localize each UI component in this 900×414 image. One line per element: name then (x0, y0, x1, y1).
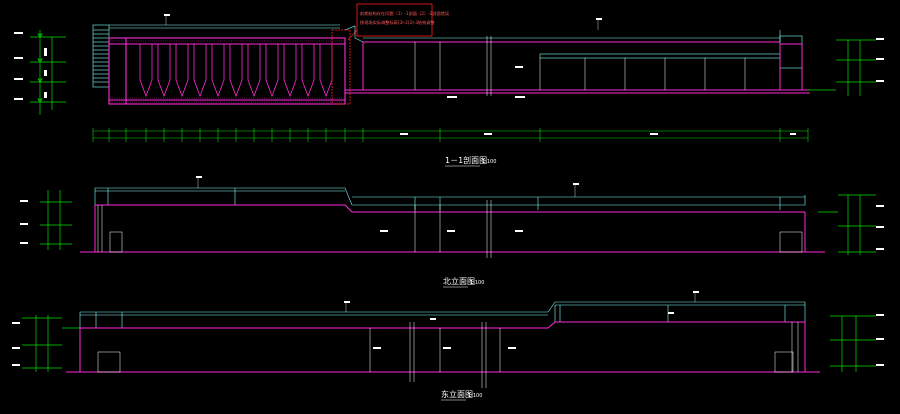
section-1-tank-hatching (110, 40, 344, 103)
section-2-outline (94, 187, 806, 210)
section-1-left-level-marks (30, 30, 66, 115)
section-3-structure (66, 321, 820, 373)
section-3-scale: 1:100 (468, 393, 482, 399)
section-2-scale: 1:100 (470, 280, 484, 286)
section-3-left-level-text (12, 322, 20, 366)
section-1-dimension-text (400, 133, 796, 135)
section-1-drawing: 前期结构存在问题（1）-1剖面（2）-2剖面错误 按现场实际调整标高(3)-2(… (14, 3, 884, 167)
section-2-details (97, 200, 803, 258)
section-1-inline-labels (164, 14, 602, 98)
section-2-left-level-marks (40, 190, 72, 250)
section-1-right-level-marks (808, 39, 876, 96)
section-2-labels (196, 176, 579, 232)
section-3-right-level-text (876, 314, 884, 366)
section-1-channel-partitions (414, 36, 746, 96)
section-3-labels (344, 291, 699, 349)
section-1-left-level-text (14, 32, 47, 100)
section-1-tank-hopper-walls (139, 44, 333, 98)
section-2-left-level-text (20, 200, 28, 244)
section-3-right-level-marks (830, 315, 876, 372)
section-1-title: 1－1剖面图 (445, 155, 487, 165)
revision-note-line-1: 前期结构存在问题（1）-1剖面（2）-2剖面错误 (360, 10, 450, 17)
section-1-louver-block (92, 24, 340, 88)
section-3-outline (79, 301, 806, 328)
section-2-drawing: 北立面图 1:100 (20, 176, 884, 288)
revision-note-box: 前期结构存在问题（1）-1剖面（2）-2剖面错误 按现场实际调整标高(3)-2(… (347, 3, 450, 41)
section-2-title: 北立面图 (443, 276, 475, 286)
section-1-scale: 1:100 (482, 159, 496, 165)
section-1-right-level-text (876, 38, 884, 82)
section-3-details (97, 322, 799, 388)
section-1-tank-structure (108, 37, 346, 105)
section-3-drawing: 东立面图 1:100 (12, 291, 884, 401)
section-3-left-level-marks (22, 315, 80, 372)
section-1-dimension-line (92, 128, 809, 142)
section-1-revision-cloud (331, 29, 351, 105)
section-2-structure (80, 204, 825, 253)
section-2-right-level-text (876, 205, 884, 250)
section-1-channel-structure (345, 41, 810, 94)
section-3-title: 东立面图 (441, 389, 473, 399)
revision-note-line-2: 按现场实际调整标高(3)-2(3)-3结构调整 (360, 19, 435, 26)
section-2-right-level-marks (818, 194, 876, 255)
